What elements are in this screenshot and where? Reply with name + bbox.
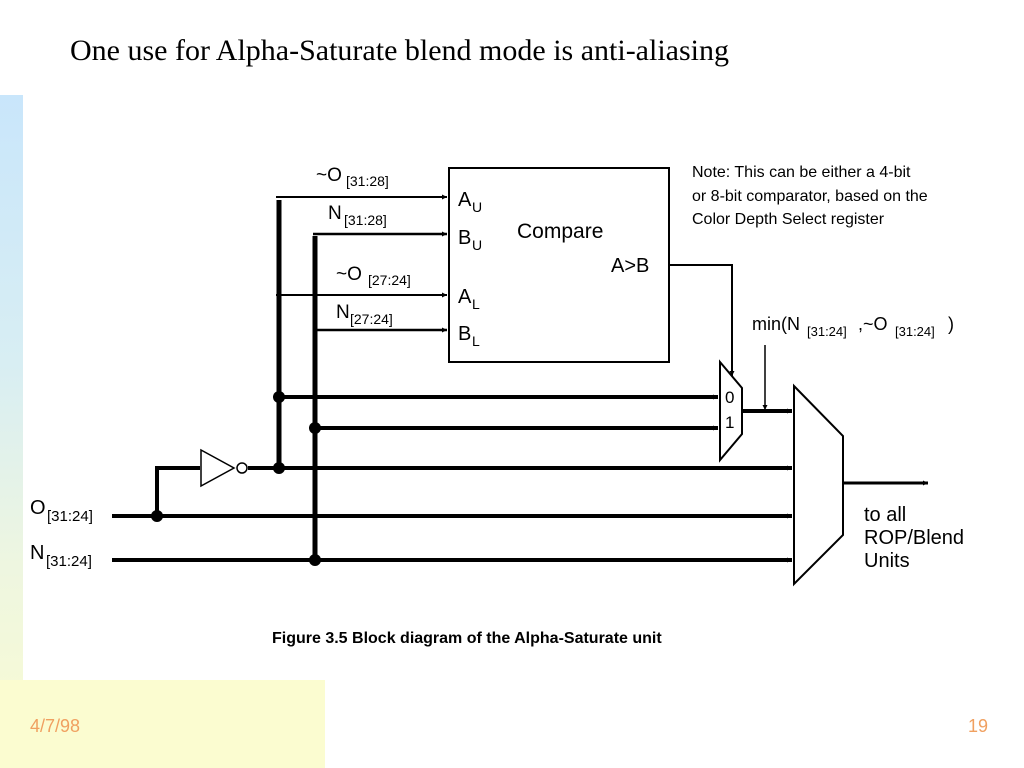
- svg-text:B: B: [458, 227, 471, 249]
- junction-dot: [273, 462, 285, 474]
- select-mux: [719, 359, 743, 463]
- svg-text:U: U: [472, 237, 482, 253]
- svg-text:min(N: min(N: [752, 314, 800, 334]
- svg-text:[27:24]: [27:24]: [368, 272, 411, 288]
- svg-text:~O: ~O: [336, 264, 362, 285]
- compare-output-label: A>B: [611, 255, 649, 277]
- decorative-footer-band: [0, 680, 325, 768]
- svg-text:[31:28]: [31:28]: [344, 212, 387, 228]
- min-output-label: min(N [31:24] ,~O [31:24] ): [752, 314, 954, 339]
- svg-text:L: L: [472, 296, 480, 312]
- svg-text:~O: ~O: [316, 165, 342, 186]
- port-a-lower: A L: [458, 286, 480, 312]
- port-b-lower: B L: [458, 323, 480, 349]
- output-selector-mux: [793, 383, 844, 587]
- signal-label-not-o-27-24: ~O [27:24]: [336, 264, 411, 288]
- wire-compare-select: [669, 264, 735, 376]
- output-label-line-2: ROP/Blend: [864, 527, 964, 549]
- note-line-1: Note: This can be either a 4-bit: [692, 164, 911, 181]
- svg-text:N: N: [30, 542, 44, 564]
- input-label-n: N [31:24]: [30, 542, 92, 570]
- svg-text:B: B: [458, 323, 471, 345]
- note-line-2: or 8-bit comparator, based on the: [692, 188, 928, 205]
- svg-text:,~O: ,~O: [858, 314, 888, 334]
- slide-title: One use for Alpha-Saturate blend mode is…: [70, 34, 729, 67]
- inverter-gate: [200, 448, 236, 488]
- port-b-upper: B U: [458, 227, 482, 253]
- inverter-bubble: [236, 462, 248, 474]
- slide-page-number: 19: [968, 716, 989, 736]
- svg-text:[31:24]: [31:24]: [807, 324, 847, 339]
- wire-inverter-input: [155, 466, 200, 516]
- svg-text:[31:24]: [31:24]: [46, 553, 92, 570]
- decorative-gradient-band: [0, 95, 23, 768]
- mux-input-label-1: 1: [725, 413, 734, 432]
- svg-text:N: N: [328, 203, 342, 224]
- svg-text:A: A: [458, 286, 472, 308]
- figure-caption: Figure 3.5 Block diagram of the Alpha-Sa…: [272, 630, 662, 647]
- svg-text:[31:24]: [31:24]: [895, 324, 935, 339]
- svg-text:O: O: [30, 497, 46, 519]
- signal-label-not-o-31-28: ~O [31:28]: [316, 165, 389, 189]
- svg-text:[31:24]: [31:24]: [47, 508, 93, 525]
- output-label-line-3: Units: [864, 550, 910, 572]
- slide-date: 4/7/98: [30, 716, 81, 736]
- mux-input-label-0: 0: [725, 388, 734, 407]
- junction-dot: [309, 554, 321, 566]
- input-label-o: O [31:24]: [30, 497, 93, 525]
- port-a-upper: A U: [458, 189, 482, 215]
- signal-label-n-31-28: N [31:28]: [328, 203, 387, 228]
- svg-text:N: N: [336, 302, 350, 323]
- svg-text:[27:24]: [27:24]: [350, 311, 393, 327]
- junction-dot: [151, 510, 163, 522]
- svg-text:L: L: [472, 333, 480, 349]
- note-line-3: Color Depth Select register: [692, 211, 885, 228]
- signal-label-n-27-24: N [27:24]: [336, 302, 393, 327]
- svg-text:A: A: [458, 189, 472, 211]
- junction-dot: [309, 422, 321, 434]
- junction-dot: [273, 391, 285, 403]
- svg-text:U: U: [472, 199, 482, 215]
- svg-text:): ): [948, 314, 954, 334]
- output-label-line-1: to all: [864, 504, 906, 526]
- compare-label: Compare: [517, 220, 603, 243]
- svg-text:[31:28]: [31:28]: [346, 173, 389, 189]
